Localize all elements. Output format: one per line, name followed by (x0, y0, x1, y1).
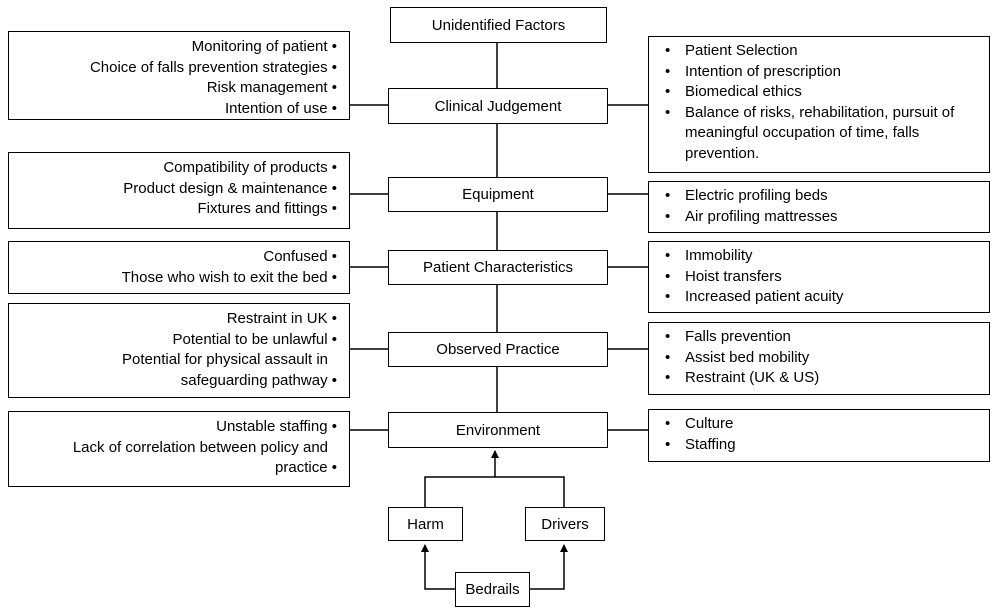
connector-harm-drivers (424, 476, 565, 507)
left-box-patient-characteristics: Confused Those who wish to exit the bed (8, 241, 350, 294)
node-bedrails: Bedrails (455, 572, 530, 607)
list-item: Increased patient acuity (659, 287, 981, 308)
node-label: Clinical Judgement (434, 97, 562, 115)
list-item: Those who wish to exit the bed (19, 268, 337, 289)
list-item: Risk management (19, 78, 337, 99)
arrow-bedrails-to-drivers (530, 544, 568, 590)
node-observed-practice: Observed Practice (388, 332, 608, 367)
node-clinical-judgement: Clinical Judgement (388, 88, 608, 124)
right-list-clinical: Patient Selection Intention of prescript… (659, 41, 981, 164)
node-unidentified-factors: Unidentified Factors (390, 7, 607, 43)
node-patient-characteristics: Patient Characteristics (388, 250, 608, 285)
list-item: Hoist transfers (659, 267, 981, 288)
list-item: Restraint in UK (19, 309, 337, 330)
list-item: Unstable staffing (19, 417, 337, 438)
right-list-environment: Culture Staffing (659, 414, 981, 455)
node-environment: Environment (388, 412, 608, 448)
left-list-patient: Confused Those who wish to exit the bed (19, 247, 337, 288)
right-list-patient: Immobility Hoist transfers Increased pat… (659, 246, 981, 308)
left-list-observed: Restraint in UK Potential to be unlawful… (19, 309, 337, 391)
arrow-bedrails-to-harm (421, 544, 455, 590)
left-list-environment: Unstable staffing Lack of correlation be… (19, 417, 337, 479)
list-item: Compatibility of products (19, 158, 337, 179)
left-box-environment: Unstable staffing Lack of correlation be… (8, 411, 350, 487)
left-box-observed-practice: Restraint in UK Potential to be unlawful… (8, 303, 350, 398)
right-box-equipment: Electric profiling beds Air profiling ma… (648, 181, 990, 233)
left-list-clinical: Monitoring of patient Choice of falls pr… (19, 37, 337, 119)
list-item: Monitoring of patient (19, 37, 337, 58)
list-item: Falls prevention (659, 327, 981, 348)
node-label: Bedrails (465, 581, 520, 598)
right-box-environment: Culture Staffing (648, 409, 990, 462)
list-item: practice (19, 458, 337, 479)
left-list-equipment: Compatibility of products Product design… (19, 158, 337, 220)
list-item: Fixtures and fittings (19, 199, 337, 220)
node-label: Drivers (541, 515, 589, 533)
node-label: Patient Characteristics (422, 259, 574, 276)
list-item: Assist bed mobility (659, 348, 981, 369)
list-item: Potential for physical assault in (122, 351, 328, 368)
right-box-clinical-judgement: Patient Selection Intention of prescript… (648, 36, 990, 173)
left-box-clinical-judgement: Monitoring of patient Choice of falls pr… (8, 31, 350, 120)
right-box-patient-characteristics: Immobility Hoist transfers Increased pat… (648, 241, 990, 313)
list-item: safeguarding pathway (19, 371, 337, 392)
list-item: Air profiling mattresses (659, 207, 981, 228)
node-label: Observed Practice (436, 341, 560, 358)
list-item: Immobility (659, 246, 981, 267)
list-item: Patient Selection (659, 41, 981, 62)
list-item: Intention of prescription (659, 62, 981, 83)
node-label: Unidentified Factors (431, 16, 566, 34)
right-list-observed: Falls prevention Assist bed mobility Res… (659, 327, 981, 389)
list-item: Electric profiling beds (659, 186, 981, 207)
list-item: Confused (19, 247, 337, 268)
list-item: Product design & maintenance (19, 179, 337, 200)
list-item: Choice of falls prevention strategies (19, 58, 337, 79)
node-label: Equipment (462, 186, 534, 203)
list-item: Intention of use (19, 99, 337, 120)
list-item: Culture (659, 414, 981, 435)
right-list-equipment: Electric profiling beds Air profiling ma… (659, 186, 981, 227)
node-label: Environment (455, 421, 541, 439)
list-item: Potential to be unlawful (19, 330, 337, 351)
list-item: Lack of correlation between policy and (72, 438, 328, 456)
node-label: Harm (407, 515, 444, 533)
right-box-observed-practice: Falls prevention Assist bed mobility Res… (648, 322, 990, 395)
list-item: Balance of risks, rehabilitation, pursui… (659, 103, 981, 165)
list-item: Biomedical ethics (659, 82, 981, 103)
node-drivers: Drivers (525, 507, 605, 541)
node-harm: Harm (388, 507, 463, 541)
list-item: Staffing (659, 435, 981, 456)
node-equipment: Equipment (388, 177, 608, 212)
left-box-equipment: Compatibility of products Product design… (8, 152, 350, 229)
list-item: Restraint (UK & US) (659, 368, 981, 389)
